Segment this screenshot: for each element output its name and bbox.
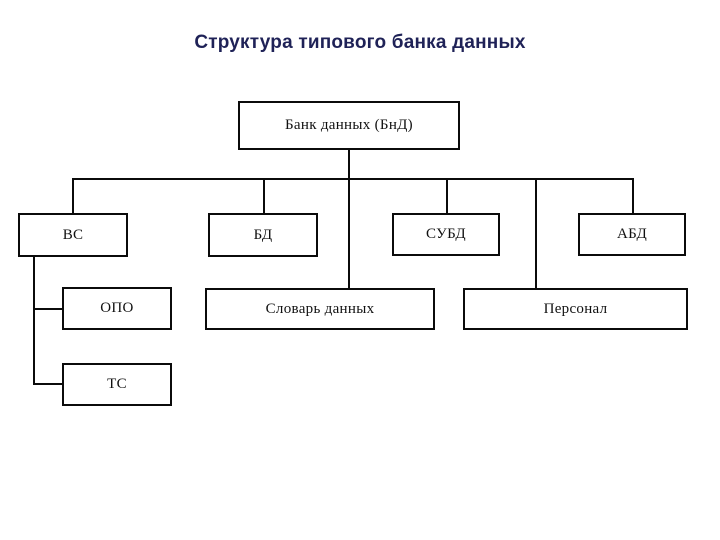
node-label-vs: ВС — [62, 226, 84, 243]
node-label-bd: БД — [253, 226, 273, 243]
connector-bus-to-abd — [632, 178, 634, 213]
connector-bank-to-bus — [348, 150, 350, 178]
node-label-personal: Персонал — [543, 300, 608, 317]
node-abd[interactable]: АБД — [578, 213, 686, 256]
connector-bus-to-subd — [446, 178, 448, 213]
node-bank[interactable]: Банк данных (БнД) — [238, 101, 460, 150]
connector-vs-to-ts — [33, 383, 62, 385]
node-opo[interactable]: ОПО — [62, 287, 172, 330]
page-title: Структура типового банка данных — [194, 32, 526, 53]
node-label-subd: СУБД — [426, 226, 466, 242]
node-personal[interactable]: Персонал — [463, 288, 688, 330]
node-label-slovar: Словарь данных — [265, 300, 375, 317]
connector-subd-to-personal — [535, 178, 537, 288]
connector-bd-to-slovar — [348, 178, 350, 288]
node-ts[interactable]: ТС — [62, 363, 172, 406]
connector-bus-to-bd — [263, 178, 265, 213]
node-bd[interactable]: БД — [208, 213, 318, 257]
connector-vs-drop — [33, 257, 35, 385]
connector-bus — [72, 178, 634, 180]
connector-bus-to-vs — [72, 178, 74, 213]
node-label-opo: ОПО — [100, 300, 134, 316]
node-label-bank: Банк данных (БнД) — [285, 117, 413, 133]
node-label-abd: АБД — [616, 226, 647, 242]
node-slovar[interactable]: Словарь данных — [205, 288, 435, 330]
connector-vs-to-opo — [33, 308, 62, 310]
node-label-ts: ТС — [107, 376, 127, 392]
node-vs[interactable]: ВС — [18, 213, 128, 257]
node-subd[interactable]: СУБД — [392, 213, 500, 256]
